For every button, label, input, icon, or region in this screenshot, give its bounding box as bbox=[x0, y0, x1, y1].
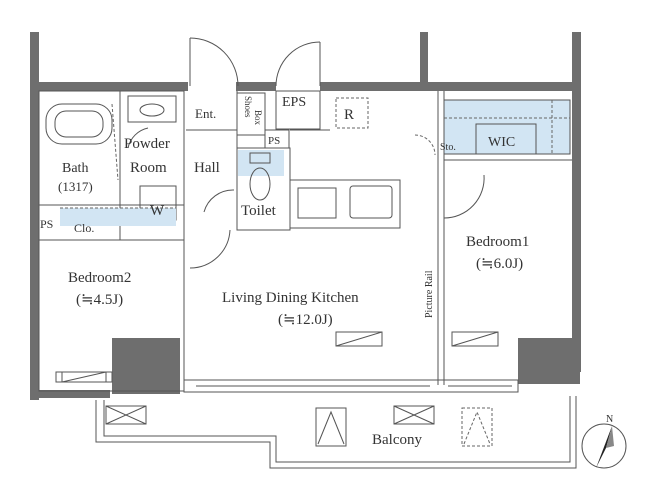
label-ps-hall: PS bbox=[268, 135, 280, 147]
label-ldk-size: (≒12.0J) bbox=[278, 312, 333, 328]
label-refrigerator: R bbox=[344, 107, 354, 123]
label-shoes: Shoes bbox=[243, 96, 253, 118]
label-bath-size: (1317) bbox=[58, 179, 93, 194]
label-picture-rail: Picture Rail bbox=[424, 270, 435, 318]
label-bedroom1: Bedroom1 bbox=[466, 234, 529, 250]
label-bedroom1-size: (≒6.0J) bbox=[476, 256, 523, 272]
label-storage: Sto. bbox=[440, 142, 456, 153]
label-bath: Bath bbox=[62, 161, 88, 176]
label-toilet: Toilet bbox=[241, 203, 277, 219]
interior-walls bbox=[38, 90, 572, 393]
toilet-fixture bbox=[249, 152, 271, 201]
balcony-outline bbox=[95, 396, 577, 469]
label-eps: EPS bbox=[282, 95, 306, 110]
label-ent: Ent. bbox=[195, 106, 216, 121]
label-powder-room: Room bbox=[130, 160, 167, 176]
label-closet: Clo. bbox=[74, 221, 94, 235]
label-washer: W bbox=[150, 203, 165, 219]
label-box: Box bbox=[253, 110, 263, 126]
compass-label: N bbox=[606, 414, 613, 425]
label-bedroom2: Bedroom2 bbox=[68, 270, 131, 286]
bath-fixtures bbox=[45, 95, 177, 226]
compass-icon: N bbox=[581, 414, 627, 469]
label-hall: Hall bbox=[194, 160, 220, 176]
label-ps-closet: PS bbox=[40, 217, 53, 231]
label-bedroom2-size: (≒4.5J) bbox=[76, 292, 123, 308]
label-ldk: Living Dining Kitchen bbox=[222, 290, 359, 306]
ac-units bbox=[61, 331, 499, 383]
label-wic: WIC bbox=[488, 135, 515, 150]
doors bbox=[127, 37, 485, 269]
walls bbox=[30, 32, 581, 400]
room-labels: Bath (1317) Powder Room Ent. Shoes Box E… bbox=[40, 95, 529, 448]
label-balcony: Balcony bbox=[372, 432, 422, 448]
label-powder: Powder bbox=[124, 136, 170, 152]
